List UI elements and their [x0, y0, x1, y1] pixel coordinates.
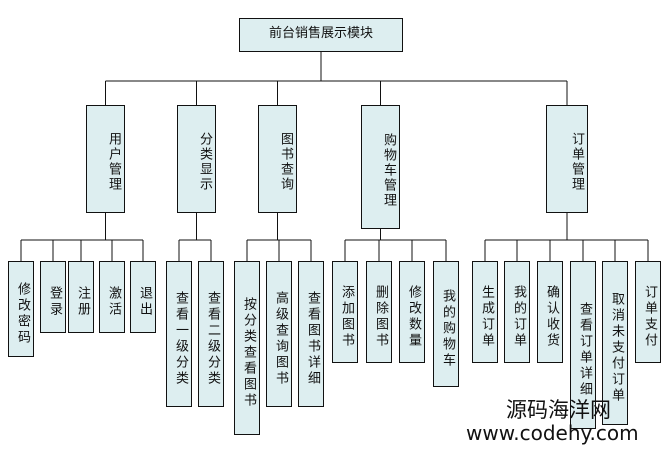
function-box: 添加图书 — [332, 261, 358, 363]
function-box: 取消未支付订单 — [602, 261, 628, 425]
function-box: 高级查询图书 — [266, 261, 292, 407]
function-box: 查看二级分类 — [198, 261, 224, 407]
function-box: 注册 — [68, 261, 94, 333]
watermark-url: www.codehy.com — [466, 421, 639, 445]
function-box: 查看图书详细 — [298, 261, 324, 407]
function-box: 删除图书 — [366, 261, 392, 363]
root-module-box: 前台销售展示模块 — [239, 18, 403, 52]
function-box: 订单支付 — [635, 261, 661, 363]
module-box: 订单管理 — [546, 105, 588, 213]
function-box: 确认收货 — [537, 261, 563, 363]
function-box: 查看一级分类 — [166, 261, 192, 407]
module-box: 图书查询 — [258, 105, 297, 213]
module-box: 用户管理 — [86, 105, 125, 213]
function-box: 退出 — [130, 261, 156, 333]
function-box: 登录 — [40, 261, 66, 333]
function-box: 我的购物车 — [433, 261, 459, 387]
function-box: 按分类查看图书 — [234, 261, 260, 435]
module-box: 分类显示 — [177, 105, 216, 213]
function-box: 查看订单详细 — [570, 261, 596, 429]
watermark-title: 源码海洋网 — [506, 398, 611, 422]
function-box: 修改密码 — [8, 261, 34, 357]
function-box: 激活 — [99, 261, 125, 333]
module-box: 购物车管理 — [361, 105, 400, 229]
function-box: 我的订单 — [504, 261, 530, 363]
function-box: 生成订单 — [472, 261, 498, 363]
function-box: 修改数量 — [399, 261, 425, 363]
